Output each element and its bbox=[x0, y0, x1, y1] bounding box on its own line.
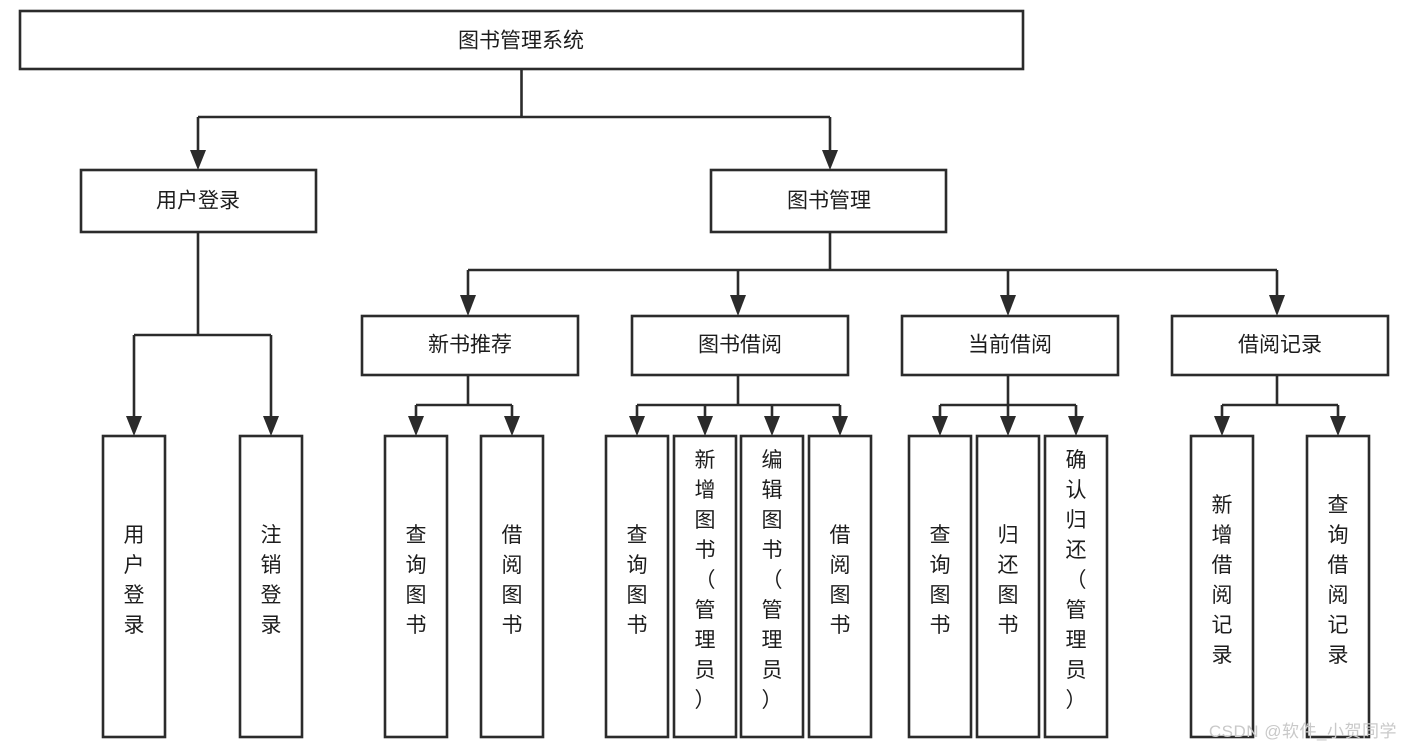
node-leaf-user-logout[interactable]: 注销登录 bbox=[238, 434, 304, 739]
arrowhead-br-leaf-2 bbox=[1330, 416, 1346, 436]
node-leaf-edit-book-admin-box[interactable] bbox=[739, 434, 805, 739]
node-leaf-add-book-admin[interactable]: 新增图书（管理员） bbox=[672, 434, 738, 739]
arrowhead-bb-leaf-2 bbox=[697, 416, 713, 436]
arrowhead-br-leaf-1 bbox=[1214, 416, 1230, 436]
node-leaf-add-book-admin-box[interactable] bbox=[672, 434, 738, 739]
node-root-label: 图书管理系统 bbox=[458, 30, 584, 53]
arrowhead-bb-leaf-1 bbox=[629, 416, 645, 436]
node-user-login-box[interactable] bbox=[79, 168, 318, 234]
node-leaf-user-logout-box[interactable] bbox=[238, 434, 304, 739]
node-book-manage-label: 图书管理 bbox=[787, 190, 871, 213]
arrowhead-leaf-user-logout bbox=[263, 416, 279, 436]
node-leaf-query-borrow-record[interactable]: 查询借阅记录 bbox=[1305, 434, 1371, 739]
connector-layer bbox=[132, 69, 1340, 418]
arrowhead-cb-leaf-3 bbox=[1068, 416, 1084, 436]
node-leaf-confirm-return-admin[interactable]: 确认归还（管理员） bbox=[1043, 434, 1109, 739]
node-user-login-label: 用户登录 bbox=[156, 190, 240, 213]
node-borrow-record[interactable]: 借阅记录 bbox=[1170, 314, 1390, 377]
node-book-borrow-box[interactable] bbox=[630, 314, 850, 377]
arrowhead-book-borrow bbox=[730, 295, 746, 316]
node-leaf-query-book-2-box[interactable] bbox=[604, 434, 670, 739]
node-leaf-confirm-return-admin-box[interactable] bbox=[1043, 434, 1109, 739]
node-leaf-borrow-book-1-box[interactable] bbox=[479, 434, 545, 739]
node-leaf-query-book-2[interactable]: 查询图书 bbox=[604, 434, 670, 739]
node-user-login[interactable]: 用户登录 bbox=[79, 168, 318, 234]
node-leaf-add-borrow-record-box[interactable] bbox=[1189, 434, 1255, 739]
node-leaf-return-book[interactable]: 归还图书 bbox=[975, 434, 1041, 739]
arrowhead-bb-leaf-3 bbox=[764, 416, 780, 436]
node-current-borrow-label: 当前借阅 bbox=[968, 334, 1052, 357]
node-leaf-borrow-book-2[interactable]: 借阅图书 bbox=[807, 434, 873, 739]
node-root-box[interactable] bbox=[18, 9, 1025, 71]
csdn-watermark: CSDN @软件_小贺同学 bbox=[1208, 722, 1397, 741]
node-new-book-recommend-box[interactable] bbox=[360, 314, 580, 377]
node-leaf-query-book-1[interactable]: 查询图书 bbox=[383, 434, 449, 739]
node-leaf-query-borrow-record-box[interactable] bbox=[1305, 434, 1371, 739]
node-leaf-add-borrow-record[interactable]: 新增借阅记录 bbox=[1189, 434, 1255, 739]
node-leaf-query-borrow-record-label: 查询借阅记录 bbox=[1328, 494, 1349, 667]
node-leaf-query-book-3-label: 查询图书 bbox=[930, 524, 951, 637]
node-current-borrow[interactable]: 当前借阅 bbox=[900, 314, 1120, 377]
node-leaf-return-book-label: 归还图书 bbox=[998, 524, 1019, 637]
arrowhead-cb-leaf-1 bbox=[932, 416, 948, 436]
node-leaf-edit-book-admin-label: 编辑图书（管理员） bbox=[762, 449, 783, 712]
node-leaf-add-book-admin-label: 新增图书（管理员） bbox=[695, 449, 716, 712]
node-book-borrow[interactable]: 图书借阅 bbox=[630, 314, 850, 377]
node-leaf-edit-book-admin[interactable]: 编辑图书（管理员） bbox=[739, 434, 805, 739]
node-leaf-query-book-2-label: 查询图书 bbox=[627, 524, 648, 637]
node-new-book-recommend-label: 新书推荐 bbox=[428, 334, 512, 357]
node-current-borrow-box[interactable] bbox=[900, 314, 1120, 377]
node-leaf-borrow-book-1-label: 借阅图书 bbox=[502, 524, 523, 637]
node-leaf-user-login-label: 用户登录 bbox=[124, 524, 145, 637]
node-leaf-return-book-box[interactable] bbox=[975, 434, 1041, 739]
node-borrow-record-box[interactable] bbox=[1170, 314, 1390, 377]
node-root[interactable]: 图书管理系统 bbox=[18, 9, 1025, 71]
node-leaf-borrow-book-2-box[interactable] bbox=[807, 434, 873, 739]
arrowhead-user-login bbox=[190, 150, 206, 170]
node-leaf-borrow-book-1[interactable]: 借阅图书 bbox=[479, 434, 545, 739]
arrowhead-nbr-leaf-2 bbox=[504, 416, 520, 436]
arrowhead-new-book-recommend bbox=[460, 295, 476, 316]
node-new-book-recommend[interactable]: 新书推荐 bbox=[360, 314, 580, 377]
node-leaf-confirm-return-admin-label: 确认归还（管理员） bbox=[1066, 449, 1087, 712]
arrowhead-current-borrow bbox=[1000, 295, 1016, 316]
arrowhead-bb-leaf-4 bbox=[832, 416, 848, 436]
node-leaf-user-logout-label: 注销登录 bbox=[261, 524, 282, 637]
node-borrow-record-label: 借阅记录 bbox=[1238, 334, 1322, 357]
node-leaf-query-book-1-label: 查询图书 bbox=[406, 524, 427, 637]
node-leaf-user-login-box[interactable] bbox=[101, 434, 167, 739]
arrowhead-borrow-record bbox=[1269, 295, 1285, 316]
node-leaf-user-login[interactable]: 用户登录 bbox=[101, 434, 167, 739]
arrowhead-cb-leaf-2 bbox=[1000, 416, 1016, 436]
node-book-borrow-label: 图书借阅 bbox=[698, 334, 782, 357]
arrowhead-nbr-leaf-1 bbox=[408, 416, 424, 436]
node-leaf-add-borrow-record-label: 新增借阅记录 bbox=[1212, 494, 1233, 667]
arrowhead-layer bbox=[126, 150, 1346, 436]
node-leaf-query-book-3-box[interactable] bbox=[907, 434, 973, 739]
arrowhead-leaf-user-login bbox=[126, 416, 142, 436]
node-book-manage-box[interactable] bbox=[709, 168, 948, 234]
arrowhead-book-manage bbox=[822, 150, 838, 170]
node-book-manage[interactable]: 图书管理 bbox=[709, 168, 948, 234]
node-leaf-query-book-3[interactable]: 查询图书 bbox=[907, 434, 973, 739]
node-leaf-borrow-book-2-label: 借阅图书 bbox=[830, 524, 851, 637]
node-leaf-query-book-1-box[interactable] bbox=[383, 434, 449, 739]
